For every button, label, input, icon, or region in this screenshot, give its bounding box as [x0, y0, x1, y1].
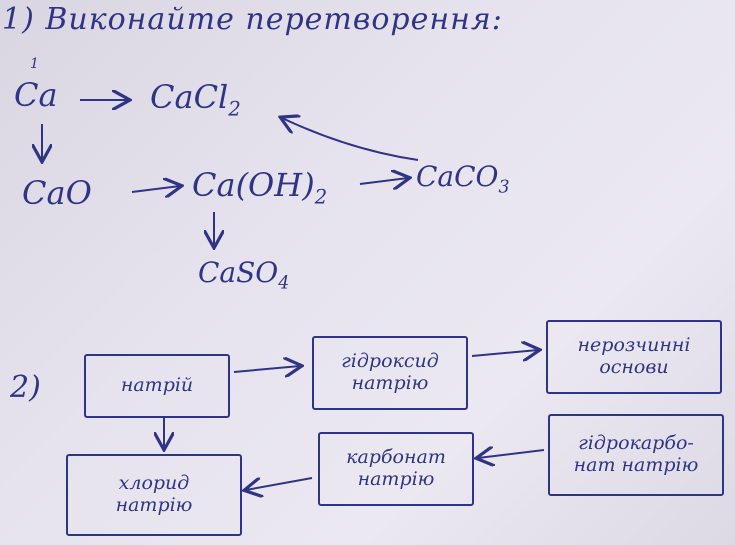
- formula-ca: Ca: [14, 76, 58, 114]
- box-sodium-hydrocarbonate-line2: нат натрію: [573, 454, 699, 476]
- box-sodium-chloride-line1: хлорид: [118, 472, 190, 495]
- arrow-hydroxide-insoluble: [471, 350, 538, 356]
- box-sodium-hydrocarbonate-line1: гідрокарбо-: [578, 432, 694, 455]
- box-sodium-carbonate: карбонат натрію: [318, 432, 474, 506]
- formula-caco3: CaCO3: [416, 160, 510, 198]
- box-sodium-hydroxide-line1: гідроксид: [341, 350, 439, 373]
- arrow-carbonate-chloride: [246, 477, 313, 490]
- box-sodium-carbonate-line1: карбонат: [346, 446, 446, 469]
- box-sodium-hydrocarbonate: гідрокарбо- нат натрію: [548, 414, 724, 496]
- box-insoluble-bases-line1: нерозчинні: [577, 334, 691, 357]
- arrow-hydrocarbonate-carbonate: [478, 450, 545, 458]
- formula-caoh2: Ca(OH)2: [192, 166, 327, 208]
- box-sodium-chloride-line2: натрію: [115, 494, 193, 516]
- box-insoluble-bases: нерозчинні основи: [546, 320, 722, 394]
- formula-caoh2-text: Ca(OH): [192, 166, 315, 204]
- step-number: 1: [30, 56, 39, 72]
- box-sodium-hydroxide-line2: натрію: [351, 372, 429, 394]
- box-natrii-text: натрій: [120, 374, 194, 397]
- task2-label: 2): [10, 370, 41, 405]
- formula-caco3-text: CaCO: [416, 160, 499, 193]
- formula-cacl2-sub: 2: [228, 97, 241, 121]
- box-insoluble-bases-line2: основи: [599, 356, 669, 378]
- box-sodium-carbonate-line2: натрію: [357, 468, 435, 490]
- formula-cacl2-text: CaCl: [150, 78, 229, 116]
- box-sodium-hydroxide: гідроксид натрію: [312, 336, 468, 410]
- formula-caso4-sub: 4: [278, 273, 290, 294]
- arrow-cao-caoh2: [131, 186, 180, 192]
- arrow-caco3-cacl2: [282, 118, 419, 161]
- formula-caco3-sub: 3: [498, 177, 510, 198]
- arrow-caoh2-caco3: [359, 178, 408, 184]
- formula-cao: CaO: [22, 174, 92, 212]
- formula-cacl2: CaCl2: [150, 78, 241, 120]
- formula-caso4: CaSO4: [198, 256, 289, 294]
- arrow-natrii-hydroxide: [233, 366, 300, 372]
- task1-title: 1) Виконайте перетворення:: [2, 2, 503, 37]
- formula-caso4-text: CaSO: [198, 256, 279, 289]
- box-natrii: натрій: [84, 354, 230, 418]
- formula-ca-text: Ca: [14, 76, 58, 114]
- formula-cao-text: CaO: [22, 174, 92, 212]
- formula-caoh2-sub: 2: [314, 185, 328, 209]
